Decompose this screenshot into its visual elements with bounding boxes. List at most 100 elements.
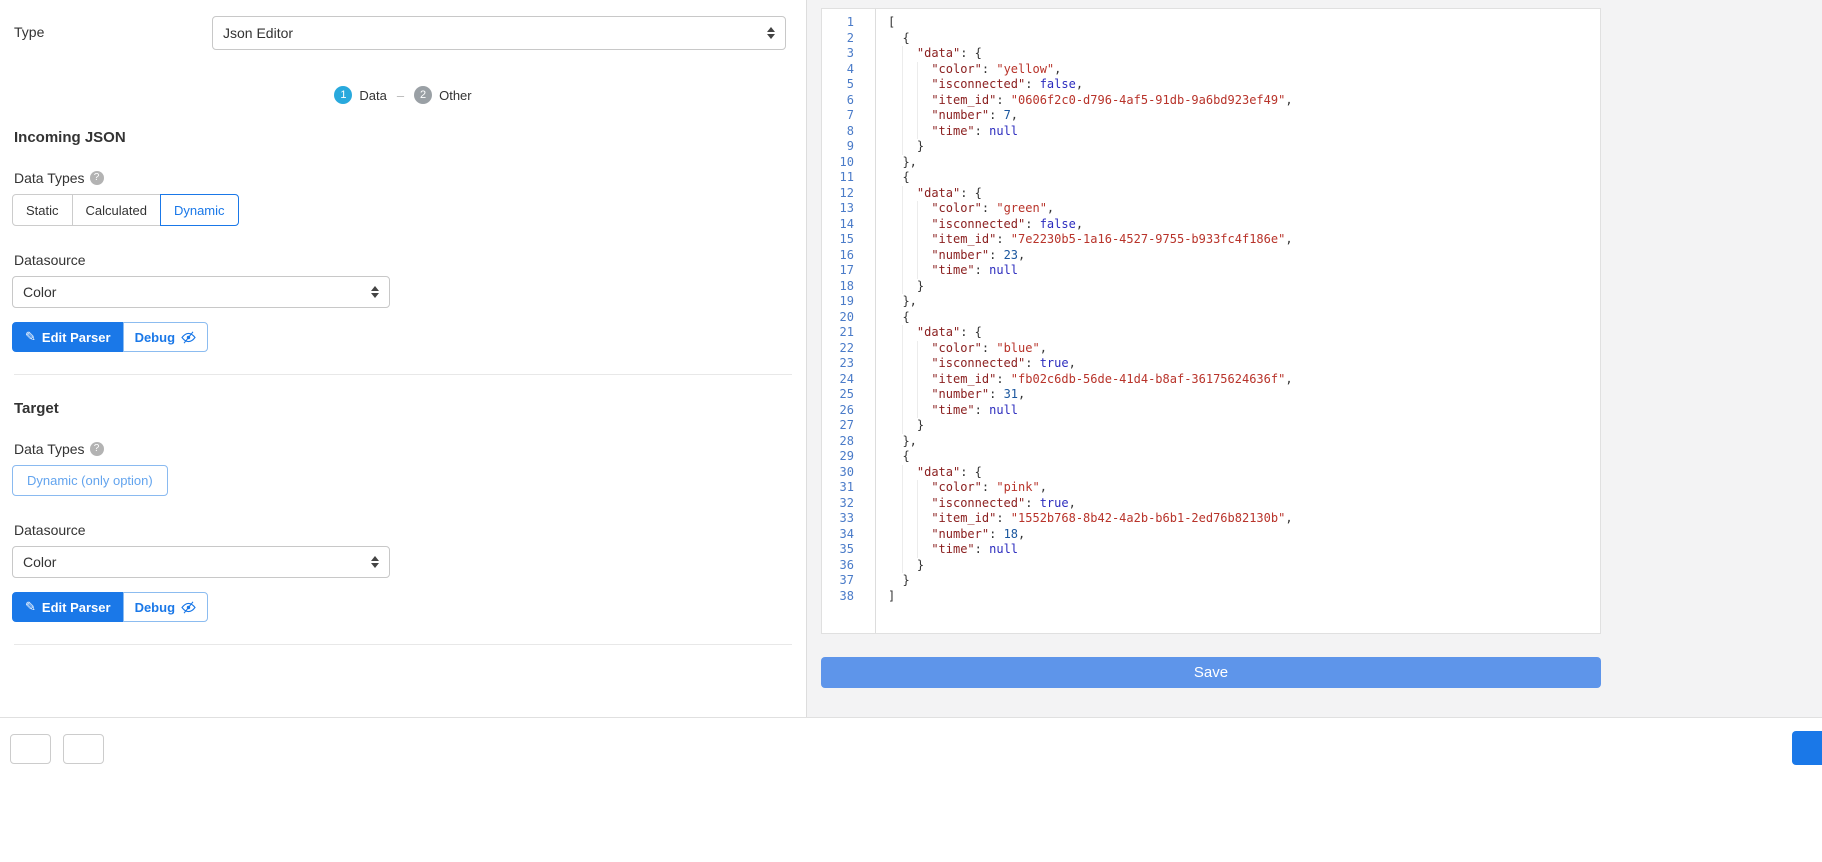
code-line[interactable]: } [888,418,1600,434]
code-line[interactable]: "color": "pink", [888,480,1600,496]
code-line[interactable]: "time": null [888,263,1600,279]
code-line[interactable]: { [902,170,910,184]
target-data-types-label: Data Types [14,441,85,457]
code-line[interactable]: "number": 23, [888,248,1600,264]
footer-primary-button[interactable] [1792,731,1822,765]
line-number: 28 [839,433,854,448]
incoming-data-types-row: Data Types [14,170,806,186]
code-line[interactable]: "data": { [888,186,1600,202]
code-line[interactable]: { [902,30,910,45]
code-line[interactable]: "isconnected": false, [888,217,1600,233]
edit-icon [25,599,36,615]
line-number: 15 [839,232,854,246]
code-line[interactable]: }, [902,294,917,308]
data-type-static-button[interactable]: Static [12,194,73,226]
code-line[interactable]: "item_id": "fb02c6db-56de-41d4-b8af-3617… [888,372,1600,388]
step-2-label: Other [439,87,472,103]
code-line[interactable]: } [888,558,1600,574]
line-number: 26 [839,402,854,417]
incoming-datasource-label: Datasource [14,252,86,268]
help-icon[interactable] [89,171,104,185]
code-line[interactable]: "time": null [888,542,1600,558]
section-divider [14,644,792,645]
line-number: 5 [846,77,854,91]
line-number: 4 [846,61,854,76]
code-line[interactable]: "color": "blue", [888,341,1600,357]
editor-code-area[interactable]: [{"data": {"color": "yellow","isconnecte… [876,9,1600,633]
save-button[interactable]: Save [821,657,1601,688]
code-line[interactable]: { [902,309,910,324]
line-number: 21 [839,325,854,339]
code-line[interactable]: "isconnected": true, [888,496,1600,512]
target-edit-parser-button[interactable]: Edit Parser [12,592,124,622]
code-line[interactable]: } [902,573,910,587]
data-type-dynamic-button[interactable]: Dynamic [159,194,239,226]
code-line[interactable]: "data": { [888,325,1600,341]
code-line[interactable]: "number": 7, [888,108,1600,124]
footer-button-2[interactable] [63,734,104,764]
code-line[interactable]: }, [902,154,917,169]
code-line[interactable]: "item_id": "1552b768-8b42-4a2b-b6b1-2ed7… [888,511,1600,527]
incoming-debug-button[interactable]: Debug [122,322,209,352]
incoming-data-types-label: Data Types [14,170,85,186]
code-line[interactable]: "isconnected": false, [888,77,1600,93]
type-select-value: Json Editor [223,25,294,41]
line-number: 34 [839,526,854,541]
code-line[interactable]: "number": 18, [888,527,1600,543]
target-data-type-dynamic-button[interactable]: Dynamic (only option) [12,465,168,496]
code-line[interactable]: "color": "yellow", [888,62,1600,78]
incoming-datasource-value: Color [23,284,57,300]
type-select[interactable]: Json Editor [212,16,786,50]
line-number: 32 [839,495,854,510]
debug-label: Debug [134,599,176,615]
code-line[interactable]: } [888,279,1600,295]
code-line[interactable]: "isconnected": true, [888,356,1600,372]
code-line[interactable]: { [902,449,910,463]
line-number: 10 [839,154,854,169]
line-number: 29 [839,449,854,463]
select-arrows-icon [370,556,380,568]
line-number: 19 [839,294,854,308]
code-line[interactable]: [ [888,15,896,29]
section-divider [14,374,792,375]
target-datasource-label: Datasource [14,522,86,538]
line-number: 14 [839,216,854,231]
line-number: 1 [846,15,854,29]
code-line[interactable]: "data": { [888,465,1600,481]
line-number: 7 [846,108,854,122]
line-number: 35 [839,542,854,556]
code-line[interactable]: "color": "green", [888,201,1600,217]
wizard-stepper: 1 Data – 2 Other [0,86,806,104]
select-arrows-icon [370,286,380,298]
incoming-datasource-select[interactable]: Color [12,276,390,308]
line-number: 16 [839,247,854,262]
code-line[interactable]: } [888,139,1600,155]
code-line[interactable]: "number": 31, [888,387,1600,403]
line-number: 30 [839,464,854,479]
code-line[interactable]: "time": null [888,403,1600,419]
help-icon[interactable] [89,442,104,456]
code-line[interactable]: "item_id": "0606f2c0-d796-4af5-91db-9a6b… [888,93,1600,109]
debug-label: Debug [134,329,176,345]
line-number: 23 [839,356,854,370]
line-number: 8 [846,123,854,138]
step-1-indicator[interactable]: 1 [334,86,353,104]
code-line[interactable]: "item_id": "7e2230b5-1a16-4527-9755-b933… [888,232,1600,248]
footer-button-1[interactable] [10,734,51,764]
code-line[interactable]: "time": null [888,124,1600,140]
target-debug-button[interactable]: Debug [122,592,209,622]
incoming-edit-parser-button[interactable]: Edit Parser [12,322,124,352]
code-line[interactable]: }, [902,433,917,448]
edit-parser-label: Edit Parser [41,599,111,615]
line-number: 6 [846,92,854,107]
eye-slash-icon [181,330,196,344]
line-number: 20 [839,309,854,324]
data-type-calculated-button[interactable]: Calculated [71,194,161,226]
line-number: 24 [839,371,854,386]
code-line[interactable]: "data": { [888,46,1600,62]
target-datasource-select[interactable]: Color [12,546,390,578]
code-line[interactable]: ] [888,588,896,603]
step-2-indicator[interactable]: 2 [414,86,433,104]
